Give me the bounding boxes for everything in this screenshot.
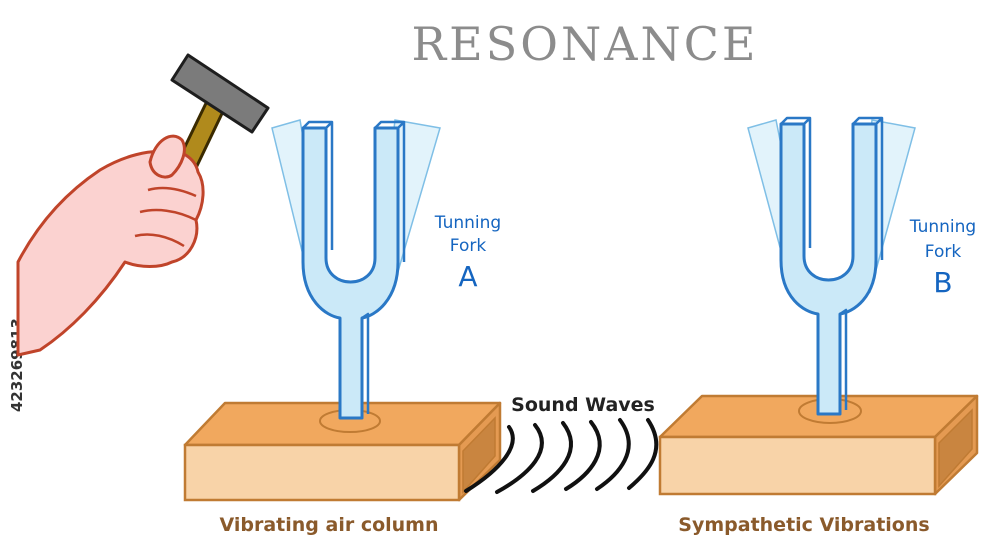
fork-b-letter: B (933, 266, 952, 299)
sound-wave-arc-6 (627, 418, 659, 490)
fork-b-label-line2: Fork (925, 242, 962, 262)
resonance-box-a (183, 401, 502, 502)
fork-a-body (301, 126, 400, 420)
sound-wave-arc-3 (531, 421, 573, 493)
page-title: RESONANCE (412, 17, 759, 71)
fork-a-label: Tunning Fork A (434, 213, 501, 293)
sound-waves-label: Sound Waves (511, 394, 655, 416)
sound-wave-arc-5 (595, 418, 631, 491)
sound-wave-arc-1 (464, 425, 515, 493)
fork-a-label-line1: Tunning (434, 213, 501, 233)
caption-vibrating-air-column: Vibrating air column (219, 514, 438, 536)
hand-thumb (148, 134, 186, 179)
fork-a-label-line2: Fork (450, 236, 487, 256)
tuning-fork-a (271, 119, 441, 420)
fork-a-letter: A (458, 260, 477, 293)
resonance-box-b (658, 394, 979, 496)
tuning-fork-b (747, 116, 916, 416)
fork-b-body (779, 122, 878, 416)
fork-b-label: Tunning Fork B (909, 217, 976, 299)
hand (16, 134, 205, 357)
hammer-head (170, 53, 270, 134)
sound-wave-arcs (464, 418, 659, 494)
fork-b-label-line1: Tunning (909, 217, 976, 237)
sound-wave-arc-2 (495, 423, 544, 494)
box-b-opening (938, 408, 973, 488)
sound-wave-arc-4 (564, 420, 602, 491)
caption-sympathetic-vibrations: Sympathetic Vibrations (678, 514, 929, 536)
hand-arm (16, 149, 205, 357)
hammer (170, 53, 270, 172)
box-a-opening (462, 416, 496, 494)
hand-fingers (134, 186, 197, 248)
fork-b-edges (780, 116, 884, 410)
box-b-front (658, 435, 937, 496)
box-a-front (183, 443, 461, 502)
fork-a-edges (302, 120, 406, 414)
